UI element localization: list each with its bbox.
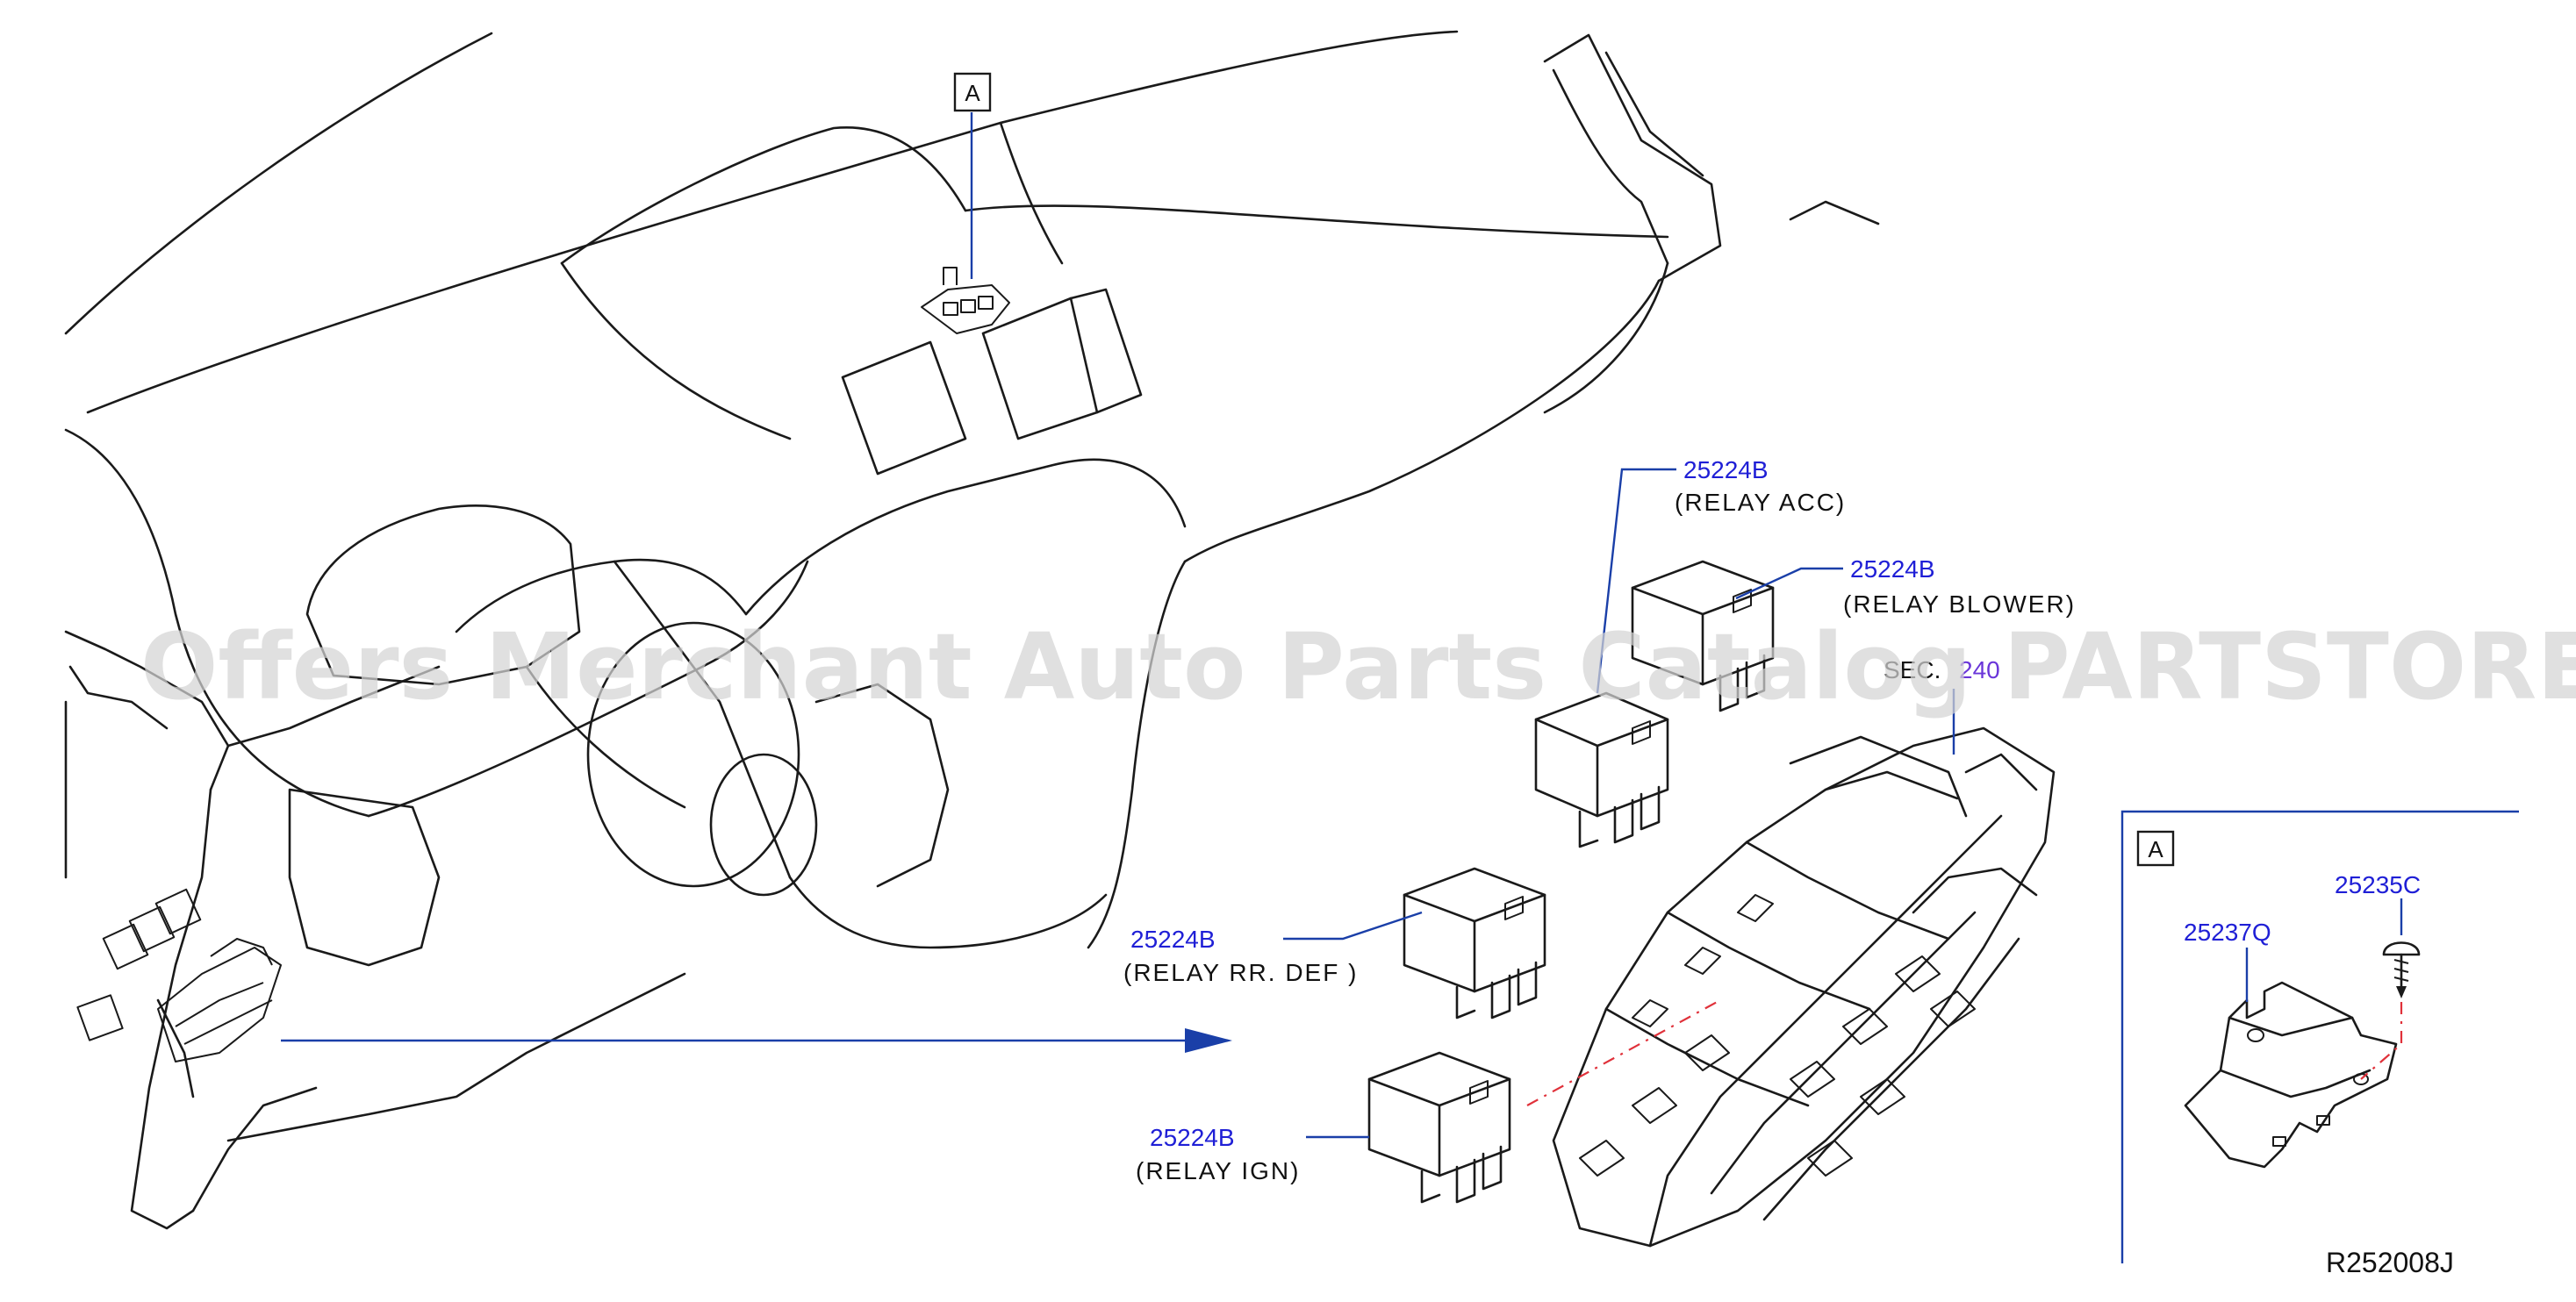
- relay-acc-part-number: 25224B: [1683, 456, 1769, 483]
- inset-a-label: A: [2148, 836, 2163, 862]
- bracket-25237q: [2184, 981, 2398, 1169]
- relay-block: [1552, 726, 2056, 1248]
- section-ref-prefix: SEC.: [1884, 656, 1941, 683]
- relay-ign-description: (RELAY IGN): [1136, 1157, 1300, 1184]
- drawing-code: R252008J: [2326, 1247, 2454, 1278]
- direction-arrow: [281, 1028, 1232, 1053]
- inset-a: A 25237Q 25235C: [2120, 810, 2519, 1263]
- instrument-panel-drawing: [64, 30, 1880, 1230]
- leaders: [1283, 468, 1955, 1139]
- bracket-location-a: [921, 267, 1010, 334]
- view-a-marker-label: A: [965, 80, 980, 106]
- watermark: Offers Merchant Auto Parts Catalog PARTS…: [140, 613, 2576, 720]
- screw-25235c: [2382, 941, 2421, 998]
- bracket-part-number: 25237Q: [2184, 919, 2271, 946]
- relay-acc: [1534, 691, 1669, 848]
- relay-blower-part-number: 25224B: [1850, 555, 1935, 583]
- centerline-screw: [2360, 1002, 2403, 1080]
- centerline-relay-ign: [1526, 999, 1721, 1106]
- relay-acc-description: (RELAY ACC): [1675, 489, 1846, 516]
- screw-part-number: 25235C: [2335, 871, 2421, 898]
- relay-cluster-location: [76, 888, 282, 1062]
- relay-ign: [1367, 1051, 1511, 1204]
- section-ref-number: 240: [1959, 656, 2000, 683]
- view-a-marker: A: [953, 72, 992, 112]
- relay-blower: [1631, 560, 1775, 712]
- relay-rr-def-part-number: 25224B: [1130, 926, 1216, 953]
- relay-ign-part-number: 25224B: [1150, 1124, 1235, 1151]
- relay-rr-def: [1403, 867, 1546, 1019]
- relay-blower-description: (RELAY BLOWER): [1843, 590, 2076, 618]
- relay-rr-def-description: (RELAY RR. DEF ): [1123, 959, 1358, 986]
